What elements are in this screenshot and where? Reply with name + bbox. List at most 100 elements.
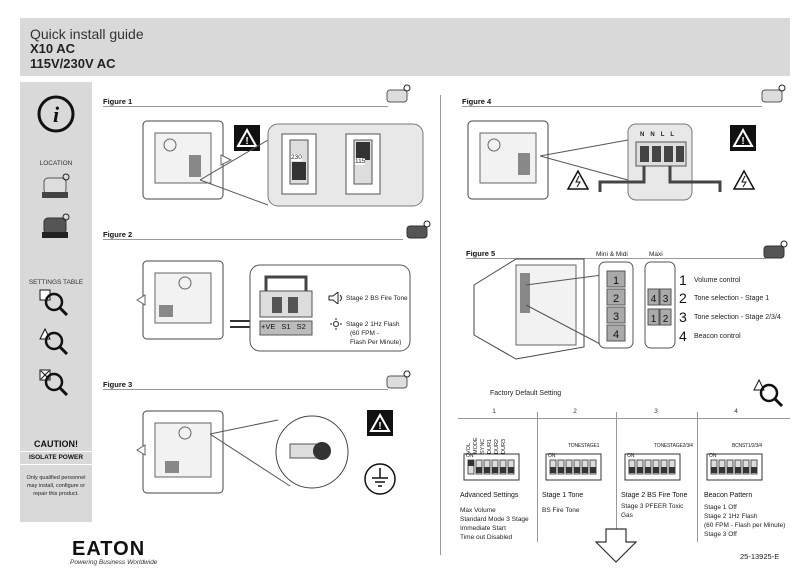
figure-3-rule <box>103 389 388 390</box>
terminal-ve: +VE <box>261 322 276 331</box>
settings-search-icon-3 <box>39 369 69 396</box>
adv-desc-3: Immediate Start <box>460 525 506 532</box>
stage2-bs-tone-label: Stage 2 BS Fire Tone <box>346 295 408 302</box>
dip-on-label-2: ON <box>548 453 556 459</box>
legend-num-1: 1 <box>679 272 687 288</box>
dip-on-label-4: ON <box>709 453 717 459</box>
housing-drawing-4 <box>467 120 549 200</box>
stage1-tone-title: Stage 1 Tone <box>542 492 584 499</box>
figure-5-title: Figure 5 <box>466 249 496 258</box>
mini-midi-switch-panel: 1 2 3 4 <box>598 261 634 349</box>
svg-text:!: ! <box>741 136 744 147</box>
warning-icon-4: ! <box>730 125 756 151</box>
factory-col-num-4: 4 <box>734 408 738 415</box>
figure-3-title: Figure 3 <box>103 380 133 389</box>
location-pin-icon-4 <box>761 84 786 103</box>
location-pin-icon-5 <box>763 240 788 259</box>
dip-switch-advanced <box>463 453 520 481</box>
voltage-selector-callout <box>200 123 424 207</box>
guide-title: Quick install guide <box>30 26 144 42</box>
terminal-l2: L <box>670 132 675 138</box>
sounder-icon-light <box>42 173 70 198</box>
factory-table-rule <box>458 418 790 419</box>
advanced-settings-title: Advanced Settings <box>460 492 519 499</box>
factory-col-divider-2 <box>616 412 617 542</box>
dip-switch-beacon <box>706 453 763 481</box>
svg-text:4: 4 <box>613 329 619 341</box>
switch-230-label: 230 <box>291 154 302 161</box>
figure-1-rule <box>103 106 388 107</box>
stage2-flash-line2: (60 FPM - <box>350 330 379 337</box>
settings-table-label: SETTINGS TABLE <box>28 279 84 286</box>
svg-text:3: 3 <box>613 311 619 323</box>
terminal-n2: N <box>650 132 655 138</box>
legend-tone-stage1: 2 Tone selection - Stage 1 <box>679 290 769 306</box>
dip-switch-stage234 <box>624 453 681 481</box>
terminal-l1: L <box>660 132 665 138</box>
earth-screw-callout <box>210 415 349 489</box>
stage234-tone-title: Stage 2 BS Fire Tone <box>621 492 688 499</box>
location-pin-icon <box>386 84 411 103</box>
figure-2-rule <box>103 239 403 240</box>
sidebar: i LOCATION SETTINGS TABLE CAUTION! ISOLA… <box>20 82 92 522</box>
figure-4-title: Figure 4 <box>462 97 492 106</box>
terminal-n1: N <box>640 132 645 138</box>
beacon-pattern-title: Beacon Pattern <box>704 492 753 499</box>
brand-tagline: Powering Business Worldwide <box>70 559 158 566</box>
adv-desc-4: Time out Disabled <box>460 534 513 541</box>
vert-label-dur2: DUR2 <box>494 439 500 454</box>
qualified-personnel-note: Only qualified personnel may install, co… <box>26 475 86 497</box>
dip-on-label-1: ON <box>466 453 474 459</box>
header-bar: Quick install guide X10 AC 115V/230V AC <box>20 18 790 76</box>
beacon-pattern-desc: Stage 1 Off Stage 2 1Hz Flash (60 FPM - … <box>704 503 785 539</box>
housing-drawing-1 <box>142 120 233 200</box>
advanced-settings-desc: Max Volume Standard Mode 3 Stage Immedia… <box>460 506 529 542</box>
terminal-callout-box <box>249 264 411 352</box>
maxi-label: Maxi <box>649 251 663 258</box>
terminal-labels: +VE S1 S2 <box>261 322 306 331</box>
beacon-desc-3: (60 FPM - Flash per Minute) <box>704 522 786 529</box>
voltage-rating: 115V/230V AC <box>30 56 116 71</box>
speaker-icon <box>328 292 342 304</box>
settings-search-icon-4 <box>753 378 784 408</box>
beacon-desc-2: Stage 2 1Hz Flash <box>704 513 758 520</box>
legend-tone-stage234: 3 Tone selection - Stage 2/3/4 <box>679 309 781 325</box>
brand-logo: EATON <box>72 538 146 560</box>
housing-drawing-5 <box>473 258 603 360</box>
legend-num-4: 4 <box>679 328 687 344</box>
caution-heading: CAUTION! <box>20 439 92 452</box>
model-name: X10 AC <box>30 41 76 56</box>
legend-beacon-control: 4 Beacon control <box>679 328 741 344</box>
stage1-tone-desc: BS Fire Tone <box>542 506 579 515</box>
stage2-flash-line1: Stage 2 1Hz Flash <box>346 321 400 328</box>
warning-icon-3: ! <box>367 410 393 436</box>
beacon-stage-header: BCNST1/2/3/4 <box>732 443 762 449</box>
stage1-desc-1: BS Fire Tone <box>542 507 580 514</box>
info-icon: i <box>37 95 75 133</box>
switch-115-label: 115 <box>355 158 366 165</box>
svg-text:1: 1 <box>651 314 657 325</box>
mains-terminal-callout <box>540 123 722 201</box>
legend-volume-control: 1 Volume control <box>679 272 740 288</box>
beacon-desc-4: Stage 3 Off <box>704 531 737 538</box>
figure-5-rule <box>466 258 766 259</box>
beacon-desc-1: Stage 1 Off <box>704 504 737 511</box>
factory-col-num-3: 3 <box>654 408 658 415</box>
tonestage234-header: TONESTAGE2/3/4 <box>654 443 693 449</box>
svg-text:1: 1 <box>613 275 619 287</box>
vert-label-vol: VOL <box>466 442 472 454</box>
legend-num-3: 3 <box>679 309 687 325</box>
factory-col-num-1: 1 <box>492 408 496 415</box>
figure-4-rule <box>462 106 762 107</box>
settings-search-icon-2 <box>39 327 69 355</box>
factory-col-num-2: 2 <box>573 408 577 415</box>
isolate-power-text: ISOLATE POWER <box>20 454 92 465</box>
factory-default-title: Factory Default Setting <box>490 390 562 397</box>
svg-text:!: ! <box>378 421 381 432</box>
terminal-s1: S1 <box>281 322 291 331</box>
adv-desc-1: Max Volume <box>460 507 496 514</box>
legend-label-3: Tone selection - Stage 2/3/4 <box>694 313 781 321</box>
svg-text:4: 4 <box>651 294 657 305</box>
adv-desc-2: Standard Mode 3 Stage <box>460 516 529 523</box>
vert-label-mode: MODE <box>473 437 479 455</box>
